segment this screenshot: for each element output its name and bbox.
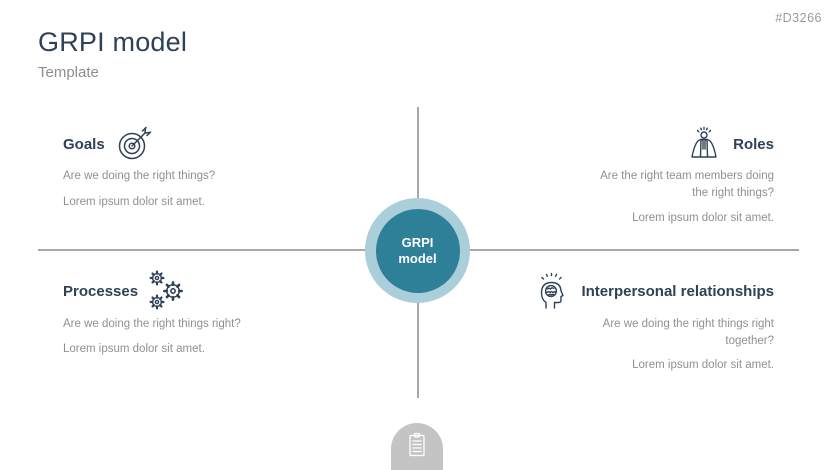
roles-note: Lorem ipsum dolor sit amet.	[632, 212, 774, 224]
roles-question: Are the right team members doing the rig…	[600, 170, 774, 199]
goals-title: Goals	[63, 135, 105, 153]
target-icon	[115, 125, 153, 163]
bottom-tab	[391, 423, 443, 470]
interpersonal-question: Are we doing the right things right toge…	[602, 318, 774, 347]
goals-note: Lorem ipsum dolor sit amet.	[63, 196, 205, 208]
mind-icon	[533, 271, 571, 311]
gears-icon	[148, 268, 188, 314]
processes-note: Lorem ipsum dolor sit amet.	[63, 343, 205, 355]
quadrant-interpersonal-header: Interpersonal relationships	[533, 271, 774, 311]
processes-title: Processes	[63, 282, 139, 300]
quadrant-goals-header: Goals	[63, 124, 153, 164]
goals-question: Are we doing the right things?	[63, 170, 216, 182]
center-label-line2: model	[398, 250, 437, 266]
center-circle-ring: GRPI model	[365, 198, 470, 303]
processes-question: Are we doing the right things right?	[63, 318, 241, 330]
roles-title: Roles	[733, 135, 774, 153]
leader-icon	[685, 125, 723, 163]
quadrant-processes-header: Processes	[63, 268, 188, 314]
interpersonal-note: Lorem ipsum dolor sit amet.	[632, 359, 774, 371]
page-title: GRPI model	[38, 27, 188, 57]
clipboard-icon	[407, 432, 427, 458]
interpersonal-title: Interpersonal relationships	[581, 282, 774, 300]
quadrant-roles-header: Roles	[685, 124, 774, 164]
center-circle: GRPI model	[375, 208, 460, 293]
page-subtitle: Template	[38, 64, 99, 81]
template-code: #D3266	[775, 11, 822, 25]
center-label-line1: GRPI	[401, 234, 434, 250]
